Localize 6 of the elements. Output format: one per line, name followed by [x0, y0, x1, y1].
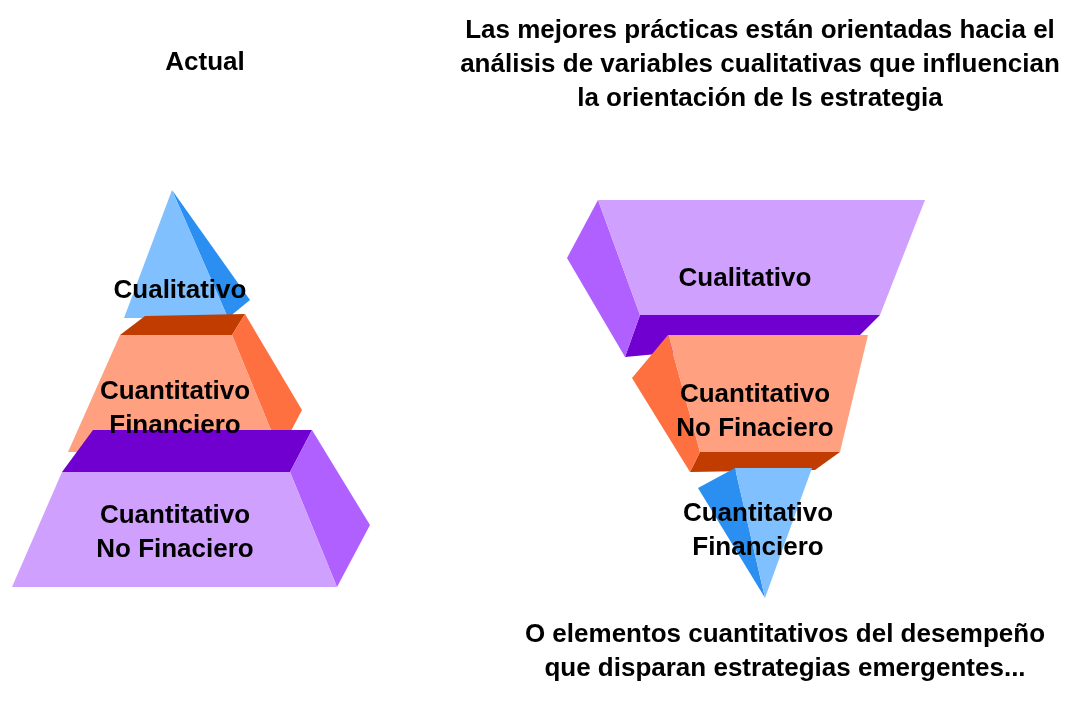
- tier-label: Cualitativo: [655, 260, 835, 294]
- tier-label: Cualitativo: [90, 272, 270, 306]
- tier-label: Cuantitativo No Finaciero: [665, 376, 845, 444]
- heading: Las mejores prácticas están orientadas hacia el análisis de variables cualitativas que influencian la orientación de ls estrategia: [459, 13, 1061, 114]
- heading: Actual: [164, 45, 246, 78]
- caption: O elementos cuantitativos del desempeño que disparan estrategias emergentes...: [523, 617, 1047, 684]
